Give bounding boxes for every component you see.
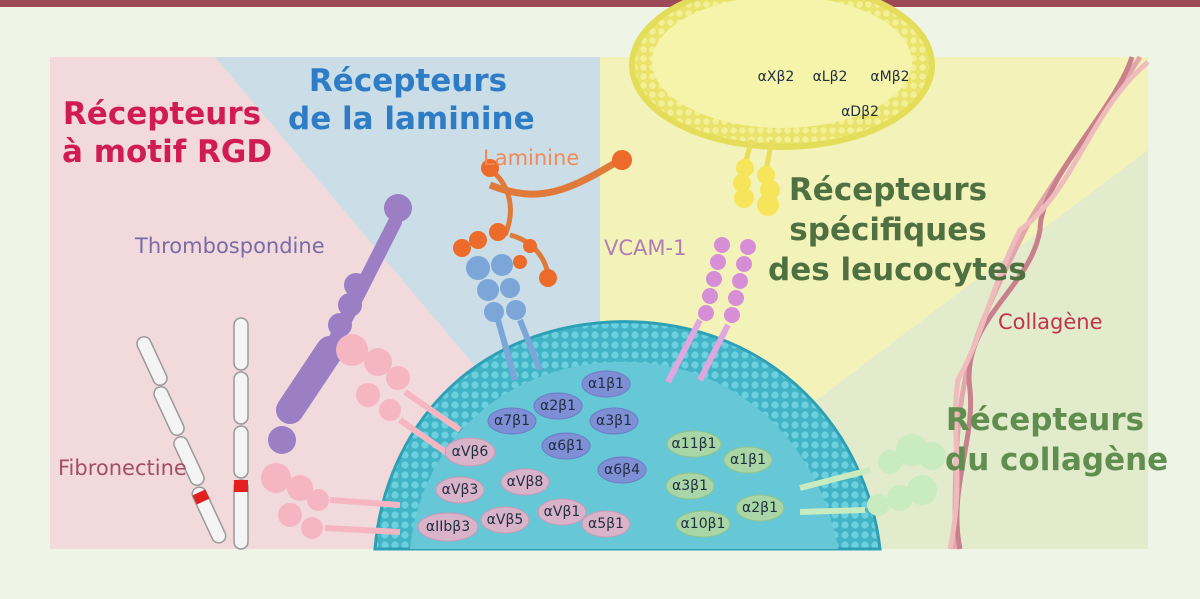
heading-laminin-receptors: Récepteurs de la laminine xyxy=(288,62,535,138)
heading-collagen-receptors: Récepteurs du collagène xyxy=(945,400,1169,480)
heading-line: Récepteurs xyxy=(945,402,1145,438)
receptor-label: αXβ2 xyxy=(757,69,795,85)
receptor-label: α6β1 xyxy=(548,438,584,454)
receptor-label: αVβ6 xyxy=(451,444,489,460)
receptor-label: αVβ1 xyxy=(543,504,581,520)
label-thrombospondine: Thrombospondine xyxy=(135,234,325,258)
receptor-label: α5β1 xyxy=(588,516,624,532)
receptor-label: αVβ8 xyxy=(506,474,544,490)
receptor-badges xyxy=(417,370,785,542)
heading-leukocyte-receptors: Récepteurs spécifiques des leucocytes xyxy=(768,170,1027,290)
laminin-molecule xyxy=(453,150,632,287)
collagen-zone xyxy=(600,150,1148,549)
receptor-label: α11β1 xyxy=(671,436,717,452)
receptor-label: α3β1 xyxy=(596,413,632,429)
rgd-receptor xyxy=(261,334,462,539)
heading-line: spécifiques xyxy=(789,212,987,248)
label-laminine: Laminine xyxy=(483,146,580,170)
collagen-fiber xyxy=(947,55,1150,550)
heading-line: Récepteurs xyxy=(788,172,988,208)
label-vcam: VCAM-1 xyxy=(604,236,687,260)
receptor-label: α2β1 xyxy=(742,500,778,516)
heading-rgd-receptors: Récepteurs à motif RGD xyxy=(62,95,273,171)
heading-line: des leucocytes xyxy=(768,252,1027,288)
vcam-molecule xyxy=(665,237,756,384)
heading-line: Récepteurs xyxy=(62,96,262,132)
fibronectin-molecule xyxy=(136,317,249,550)
heading-line: Récepteurs xyxy=(308,63,508,99)
receptor-label: α1β1 xyxy=(730,452,766,468)
receptor-label: α7β1 xyxy=(494,413,530,429)
heading-line: du collagène xyxy=(945,442,1169,478)
thrombospondin-molecule xyxy=(268,194,412,454)
receptor-label: αMβ2 xyxy=(870,69,910,85)
receptor-label: α10β1 xyxy=(680,516,726,532)
receptor-label: α1β1 xyxy=(588,376,624,392)
accent-bar xyxy=(0,0,1200,7)
laminin-receptor xyxy=(466,254,543,381)
receptor-label: αDβ2 xyxy=(841,104,879,120)
receptor-label: α2β1 xyxy=(540,398,576,414)
heading-line: de la laminine xyxy=(288,101,535,137)
label-fibronectine: Fibronectine xyxy=(58,456,187,480)
receptor-label: αVβ5 xyxy=(486,512,524,528)
receptor-label: αIIbβ3 xyxy=(425,519,471,535)
receptor-label: α3β1 xyxy=(672,478,708,494)
leukocyte-cell xyxy=(629,0,935,216)
receptor-label: αLβ2 xyxy=(812,69,848,85)
collagen-receptor xyxy=(799,434,946,516)
receptor-label: α6β4 xyxy=(604,462,640,478)
receptor-label: αVβ3 xyxy=(441,482,479,498)
heading-line: à motif RGD xyxy=(62,134,273,170)
label-collagene: Collagène xyxy=(998,310,1103,334)
